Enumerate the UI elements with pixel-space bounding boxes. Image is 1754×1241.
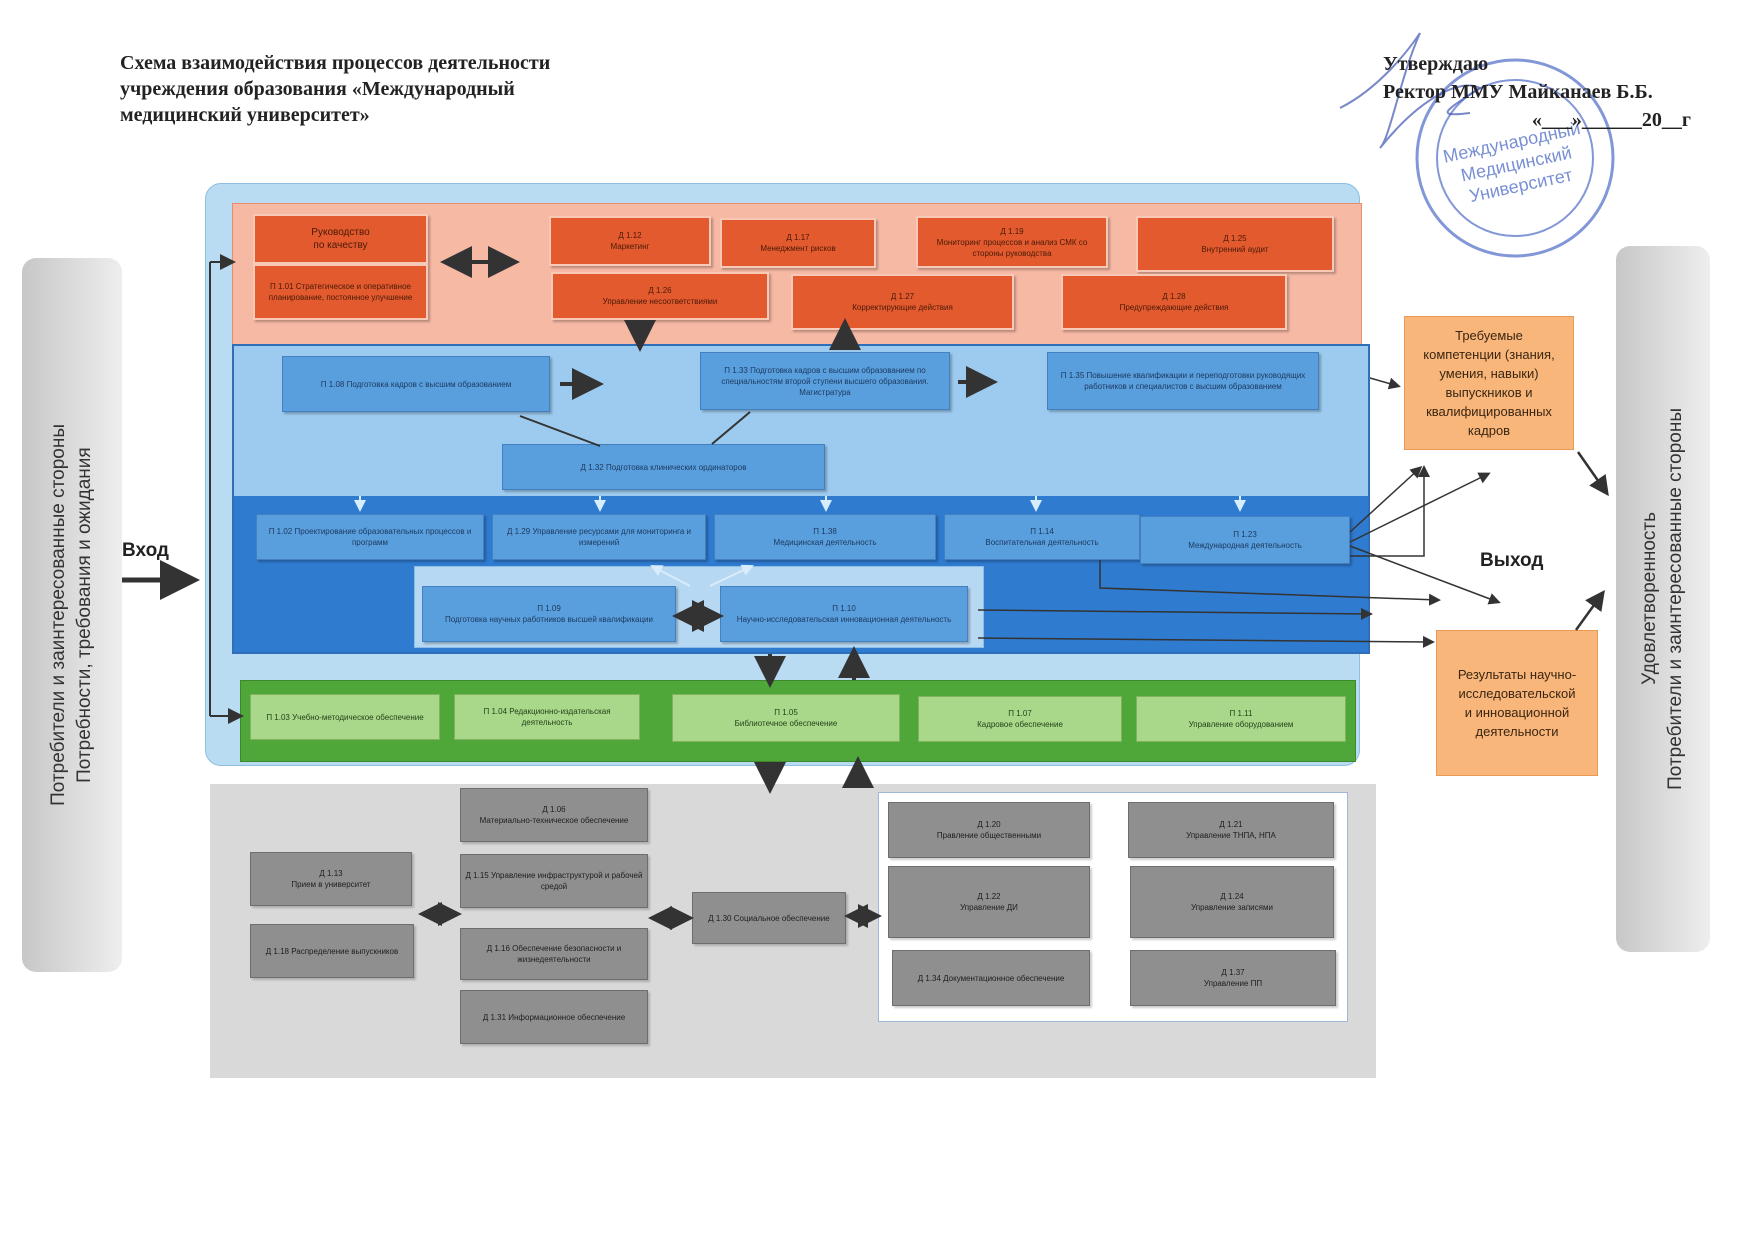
- left-stakeholders-panel: Потребители и заинтересованные стороны П…: [22, 258, 122, 972]
- process-p111-box: П 1.11 Управление оборудованием: [1136, 696, 1346, 742]
- process-d116-box: Д 1.16 Обеспечение безопасности и жизнед…: [460, 928, 648, 980]
- stamp-seal: Международный Медицинский Университет: [1339, 32, 1615, 258]
- process-d118-box: Д 1.18 Распределение выпускников: [250, 924, 414, 978]
- process-p103-box: П 1.03 Учебно-методическое обеспечение: [250, 694, 440, 740]
- process-p105-box: П 1.05 Библиотечное обеспечение: [672, 694, 900, 742]
- process-d121-box: Д 1.21 Управление ТНПА, НПА: [1128, 802, 1334, 858]
- process-p114-box: П 1.14 Воспитательная деятельность: [944, 514, 1140, 560]
- process-d130-box: Д 1.30 Социальное обеспечение: [692, 892, 846, 944]
- process-d117-box: Д 1.17 Менеджмент рисков: [720, 218, 876, 268]
- output-label: Выход: [1480, 550, 1544, 571]
- process-p110-box: П 1.10 Научно-исследовательская инноваци…: [720, 586, 968, 642]
- process-d129-box: Д 1.29 Управление ресурсами для монитори…: [492, 514, 706, 560]
- quality-manual-box: Руководство по качеству: [253, 214, 428, 264]
- process-d127-box: Д 1.27 Корректирующие действия: [791, 274, 1014, 330]
- process-d119-box: Д 1.19 Мониторинг процессов и анализ СМК…: [916, 216, 1108, 268]
- research-results-output-box: Результаты научно- исследовательской и и…: [1436, 630, 1598, 776]
- process-d128-box: Д 1.28 Предупреждающие действия: [1061, 274, 1287, 330]
- input-label: Вход: [122, 540, 169, 561]
- process-p107-box: П 1.07 Кадровое обеспечение: [918, 696, 1122, 742]
- process-d137-box: Д 1.37 Управление ПП: [1130, 950, 1336, 1006]
- process-p133-box: П 1.33 Подготовка кадров с высшим образо…: [700, 352, 950, 410]
- process-d112-box: Д 1.12 Маркетинг: [549, 216, 711, 266]
- process-d134-box: Д 1.34 Документационное обеспечение: [892, 950, 1090, 1006]
- process-p108-box: П 1.08 Подготовка кадров с высшим образо…: [282, 356, 550, 412]
- process-d125-box: Д 1.25 Внутренний аудит: [1136, 216, 1334, 272]
- process-p109-box: П 1.09 Подготовка научных работников выс…: [422, 586, 676, 642]
- process-d132-box: Д 1.32 Подготовка клинических ординаторо…: [502, 444, 825, 490]
- process-d113-box: Д 1.13 Прием в университет: [250, 852, 412, 906]
- process-p135-box: П 1.35 Повышение квалификации и переподг…: [1047, 352, 1319, 410]
- process-p138-box: П 1.38 Медицинская деятельность: [714, 514, 936, 560]
- right-stakeholders-panel: Удовлетворенность Потребители и заинтере…: [1616, 246, 1710, 952]
- process-d106-box: Д 1.06 Материально-техническое обеспечен…: [460, 788, 648, 842]
- process-d126-box: Д 1.26 Управление несоответствиями: [551, 272, 769, 320]
- process-p101-box: П 1.01 Стратегическое и оперативное план…: [253, 264, 428, 320]
- diagram-title: Схема взаимодействия процессов деятельно…: [120, 52, 551, 126]
- process-p102-box: П 1.02 Проектирование образовательных пр…: [256, 514, 484, 560]
- process-d115-box: Д 1.15 Управление инфраструктурой и рабо…: [460, 854, 648, 908]
- competencies-output-box: Требуемые компетенции (знания, умения, н…: [1404, 316, 1574, 450]
- signature-icon: [1339, 32, 1482, 149]
- approval-block: Утверждаю Ректор ММУ Майканаев Б.Б. «___…: [1383, 53, 1691, 131]
- process-d122-box: Д 1.22 Управление ДИ: [888, 866, 1090, 938]
- process-p104-box: П 1.04 Редакционно-издательская деятельн…: [454, 694, 640, 740]
- process-d131-box: Д 1.31 Информационное обеспечение: [460, 990, 648, 1044]
- process-p123-box: П 1.23 Международная деятельность: [1140, 516, 1350, 564]
- process-d124-box: Д 1.24 Управление записями: [1130, 866, 1334, 938]
- process-d120-box: Д 1.20 Правление общественными: [888, 802, 1090, 858]
